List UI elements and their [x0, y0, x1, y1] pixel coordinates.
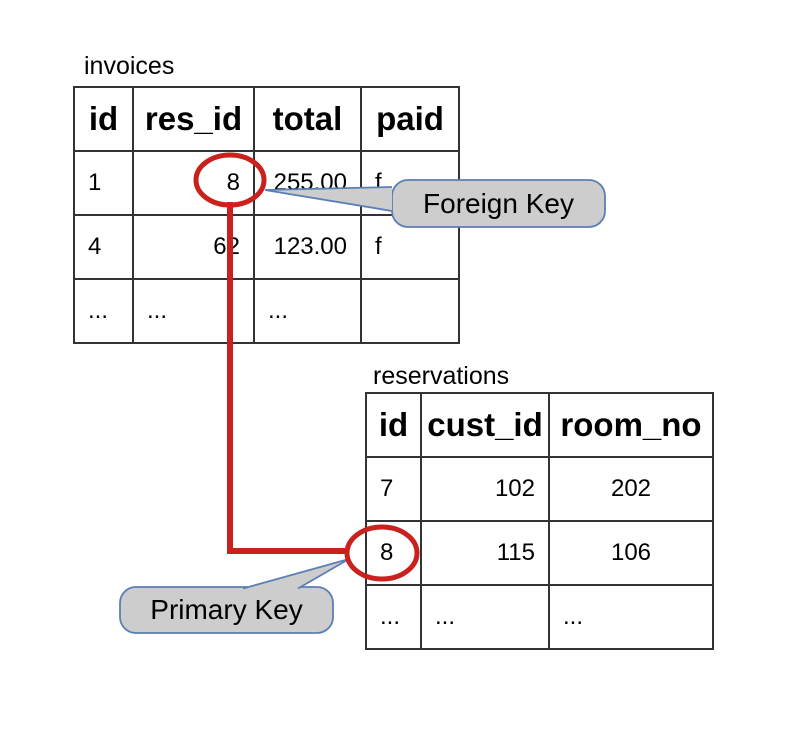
column-header-id: id: [365, 392, 422, 458]
cell-paid: f: [360, 150, 460, 216]
cell-ellipsis: ...: [420, 584, 550, 650]
invoices-table: id res_id total paid 1 8 255.00 f 4 62 1…: [73, 86, 460, 344]
table-row: 8 115 106: [365, 520, 714, 586]
cell-cust-id: 102: [420, 456, 550, 522]
invoices-table-title: invoices: [84, 52, 175, 80]
primary-key-callout-bubble: [119, 586, 334, 634]
cell-ellipsis: ...: [548, 584, 714, 650]
reservations-table: id cust_id room_no 7 102 202 8 115 106 .…: [365, 392, 714, 650]
cell-id-pk: 8: [365, 520, 422, 586]
reservations-table-title: reservations: [373, 362, 510, 390]
cell-id: 1: [73, 150, 134, 216]
primary-key-label: Primary Key: [150, 594, 303, 625]
invoices-header-row: id res_id total paid: [73, 86, 460, 152]
cell-res-id: 62: [132, 214, 255, 280]
cell-id: 7: [365, 456, 422, 522]
cell-total: 255.00: [253, 150, 362, 216]
column-header-room-no: room_no: [548, 392, 714, 458]
table-row-ellipsis: ... ... ...: [365, 584, 714, 650]
table-row: 7 102 202: [365, 456, 714, 522]
cell-room-no: 202: [548, 456, 714, 522]
column-header-total: total: [253, 86, 362, 152]
cell-id: 4: [73, 214, 134, 280]
table-row: 4 62 123.00 f: [73, 214, 460, 280]
column-header-id: id: [73, 86, 134, 152]
cell-ellipsis: ...: [253, 278, 362, 344]
primary-key-callout-tail: [242, 558, 350, 590]
cell-cust-id: 115: [420, 520, 550, 586]
table-row: 1 8 255.00 f: [73, 150, 460, 216]
cell-ellipsis: ...: [73, 278, 134, 344]
cell-paid: f: [360, 214, 460, 280]
cell-empty: [360, 278, 460, 344]
column-header-cust-id: cust_id: [420, 392, 550, 458]
cell-total: 123.00: [253, 214, 362, 280]
table-row-ellipsis: ... ... ...: [73, 278, 460, 344]
column-header-paid: paid: [360, 86, 460, 152]
column-header-res-id: res_id: [132, 86, 255, 152]
reservations-header-row: id cust_id room_no: [365, 392, 714, 458]
cell-ellipsis: ...: [365, 584, 422, 650]
cell-ellipsis: ...: [132, 278, 255, 344]
cell-room-no: 106: [548, 520, 714, 586]
cell-res-id-fk: 8: [132, 150, 255, 216]
